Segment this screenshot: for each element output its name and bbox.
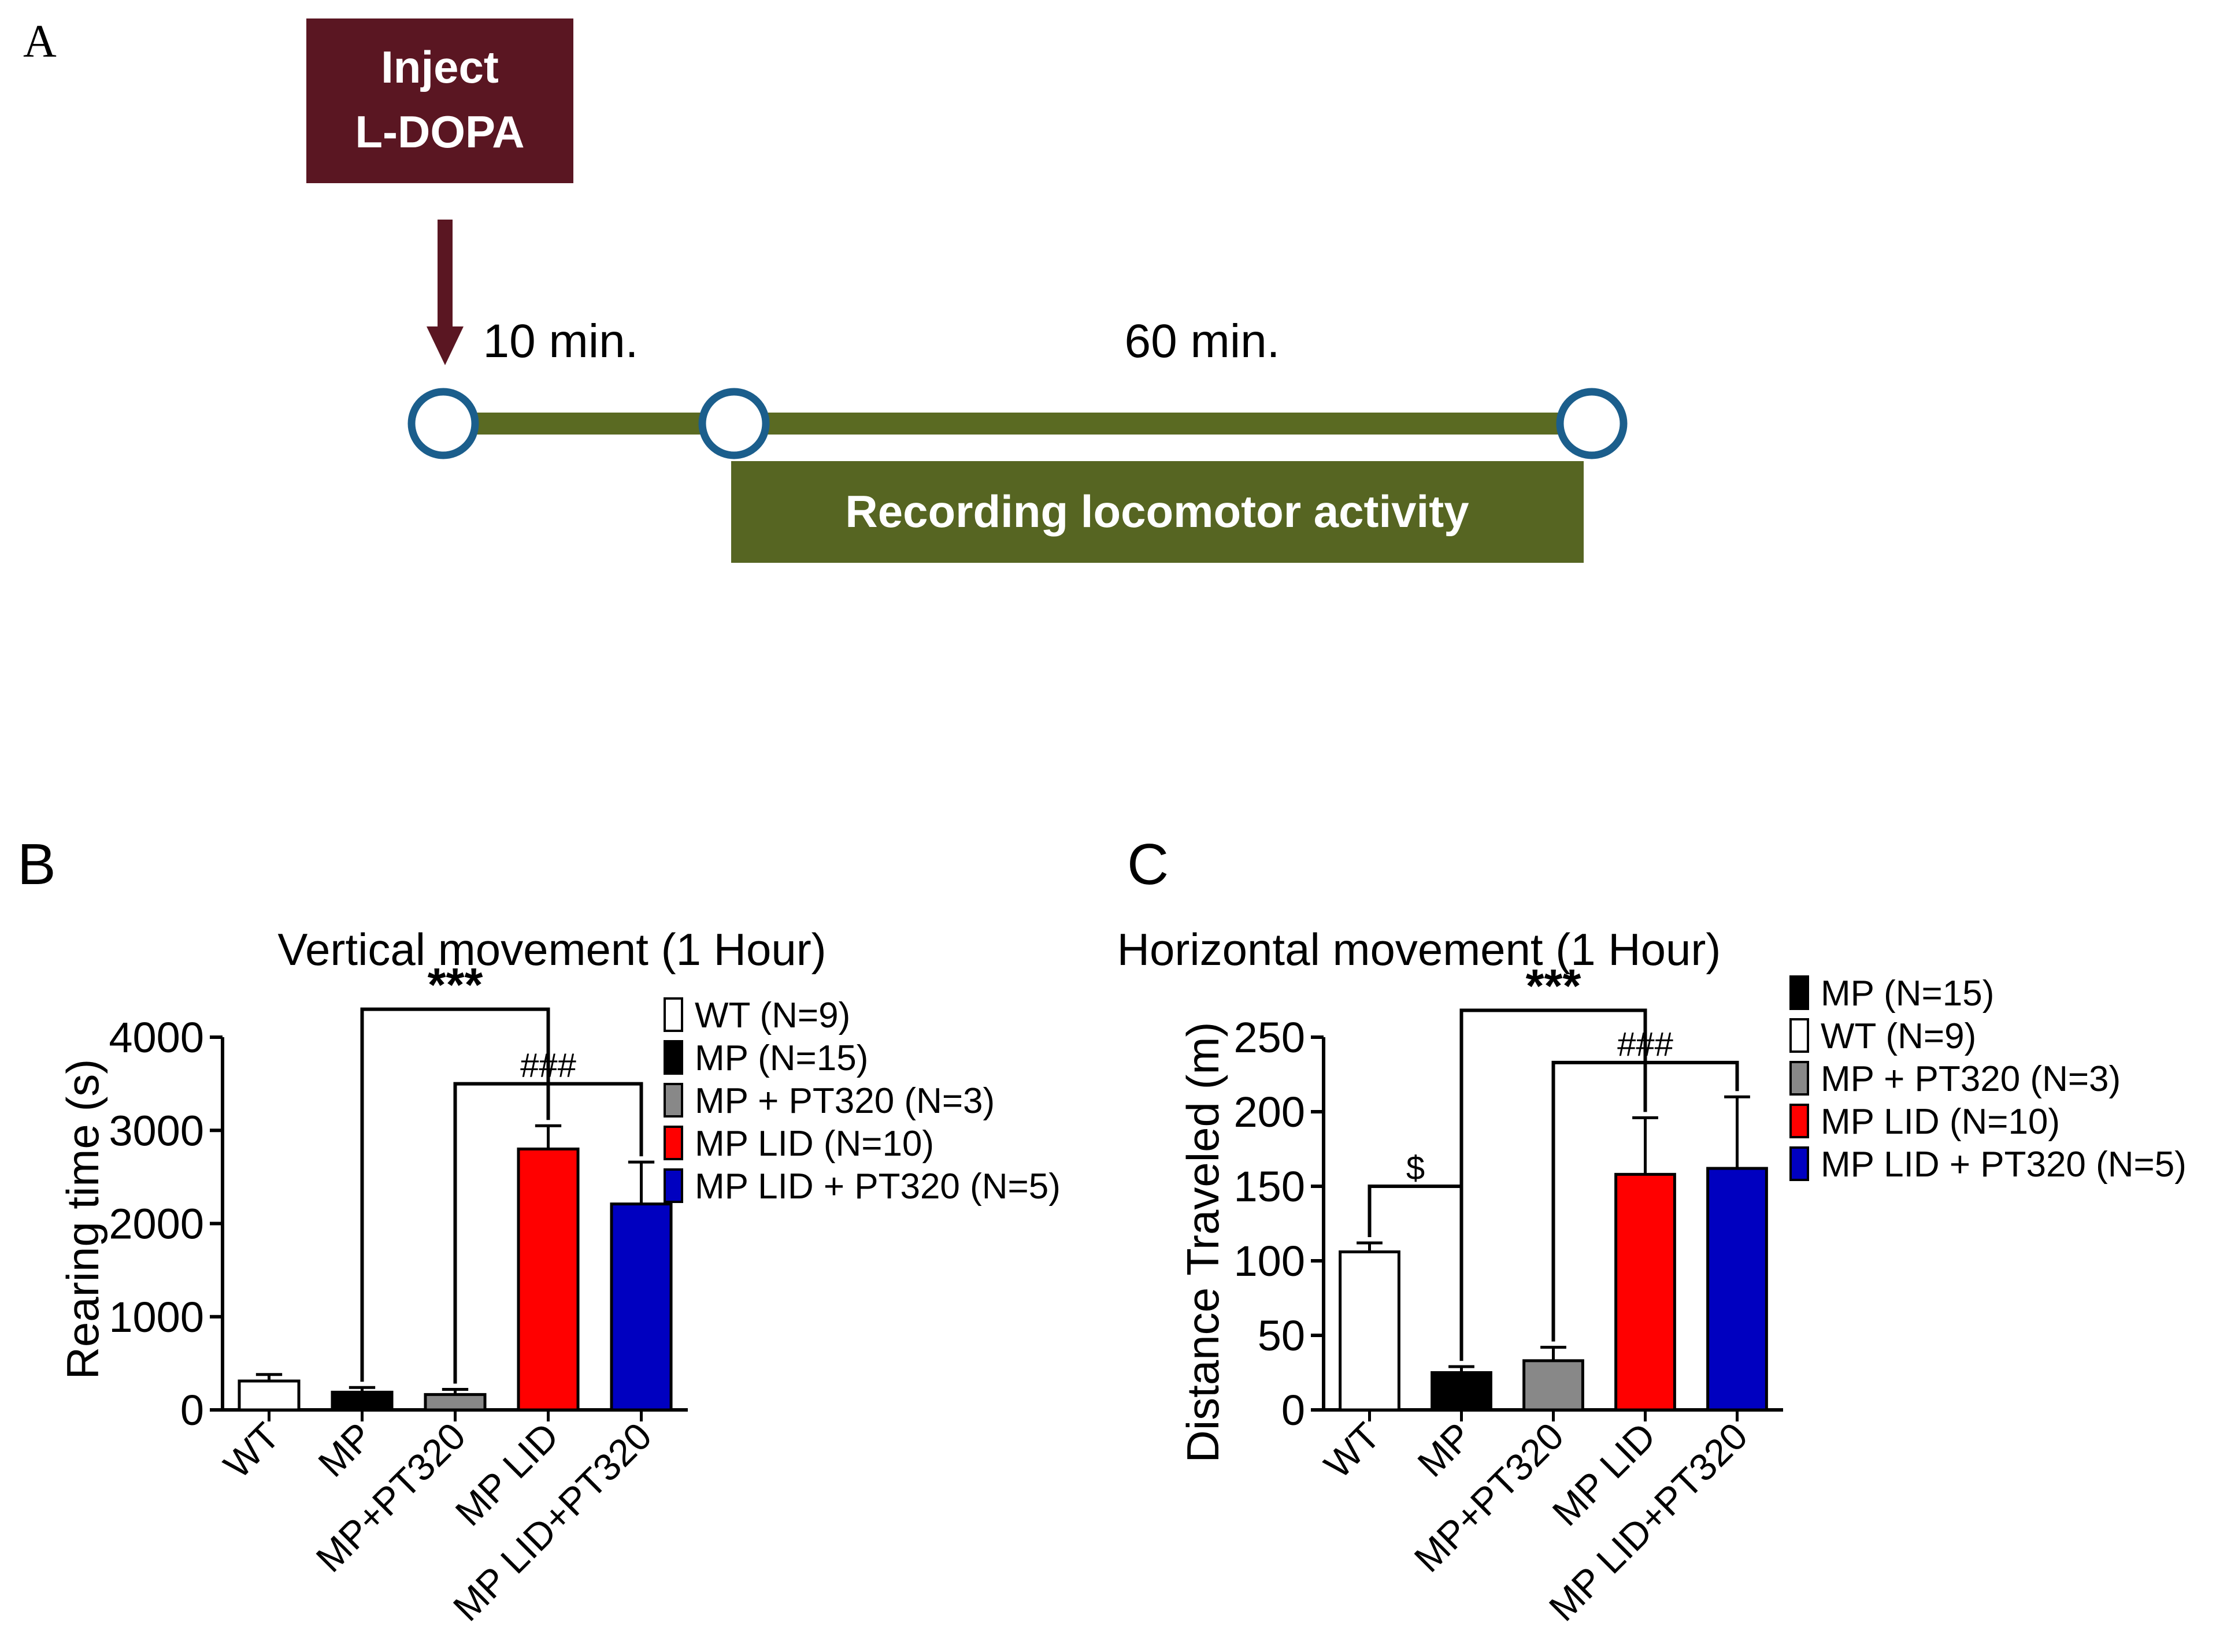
chart-b-y-tick-label: 2000 (109, 1200, 204, 1248)
inject-box (306, 18, 573, 183)
chart-c-legend-label: MP LID (N=10) (1821, 1102, 2060, 1142)
interval-60-min: 60 min. (1125, 315, 1280, 367)
chart-horizontal-movement: Horizontal movement (1 Hour) Distance Tr… (1117, 924, 2187, 1629)
timeline-start-circle (407, 388, 479, 459)
chart-b-legend-swatch (664, 1168, 683, 1203)
chart-b-bar (238, 1379, 301, 1412)
chart-c-ylabel: Distance Traveled (m) (1177, 1022, 1228, 1463)
chart-b-legend-label: MP + PT320 (N=3) (695, 1081, 995, 1121)
timeline-mid-circle (698, 388, 770, 459)
chart-c-bar (1431, 1371, 1492, 1412)
interval-10-min: 10 min. (483, 315, 639, 367)
panel-a-label: A (23, 16, 57, 67)
timeline-diagram: Inject L-DOPA 10 min. 60 min. Recording … (306, 18, 1628, 563)
chart-b-y-tick-label: 3000 (109, 1107, 204, 1154)
chart-b-title: Vertical movement (1 Hour) (277, 924, 826, 975)
chart-b-legend-swatch (664, 1040, 683, 1075)
chart-c-legend-label: MP LID + PT320 (N=5) (1821, 1145, 2187, 1185)
chart-c-x-tick-label: WT (1316, 1415, 1388, 1487)
chart-c-legend-swatch (1789, 1061, 1809, 1096)
recording-label: Recording locomotor activity (845, 486, 1469, 537)
chart-c-y-tick-label: 250 (1234, 1014, 1305, 1061)
chart-b-legend-label: MP (N=15) (695, 1038, 868, 1078)
chart-c-legend-label: WT (N=9) (1821, 1016, 1976, 1056)
chart-c-legend-swatch (1789, 975, 1809, 1010)
chart-b-x-tick-label: MP (310, 1415, 380, 1485)
panel-c-label: C (1127, 832, 1169, 897)
chart-b-y-tick-label: 1000 (109, 1293, 204, 1341)
chart-c-title: Horizontal movement (1 Hour) (1117, 924, 1721, 975)
chart-c-legend-swatch (1789, 1018, 1809, 1053)
chart-b-legend-swatch (664, 997, 683, 1032)
inject-label-line2: L-DOPA (355, 106, 524, 157)
chart-c-significance-label: $ (1406, 1149, 1425, 1187)
chart-b-y-tick-label: 4000 (109, 1014, 204, 1061)
chart-b-legend-label: MP LID + PT320 (N=5) (695, 1167, 1061, 1206)
chart-b-legend-swatch (664, 1083, 683, 1118)
chart-c-bar (1522, 1359, 1584, 1412)
chart-b-significance-bracket (453, 1082, 643, 1384)
chart-b-bar (610, 1202, 673, 1412)
chart-c-x-tick-label: MP (1409, 1415, 1480, 1485)
chart-c-legend-label: MP (N=15) (1821, 974, 1994, 1014)
chart-c-y-tick-label: 200 (1234, 1088, 1305, 1136)
chart-c-legend-swatch (1789, 1104, 1809, 1138)
chart-b-y-tick-label: 0 (180, 1386, 204, 1434)
inject-label-line1: Inject (381, 42, 499, 92)
chart-b-bar (424, 1393, 487, 1412)
chart-vertical-movement: Vertical movement (1 Hour) Rearing time … (57, 924, 1061, 1629)
chart-c-legend-swatch (1789, 1146, 1809, 1181)
chart-b-bar (517, 1148, 580, 1412)
timeline-end-circle (1556, 388, 1628, 459)
chart-b-significance-label: *** (428, 959, 483, 1012)
chart-c-y-tick-label: 50 (1258, 1312, 1305, 1360)
chart-b-bar (331, 1390, 394, 1412)
recording-box (731, 461, 1584, 563)
chart-b-legend-label: WT (N=9) (695, 996, 850, 1035)
chart-b-legend-swatch (664, 1126, 683, 1160)
chart-c-significance-bracket (1368, 1185, 1463, 1361)
chart-c-y-tick-label: 150 (1234, 1163, 1305, 1211)
chart-c-y-tick-label: 0 (1281, 1386, 1305, 1434)
chart-b-ylabel: Rearing time (s) (57, 1059, 108, 1380)
chart-c-significance-label: ### (1617, 1026, 1673, 1063)
panel-b-label: B (17, 832, 56, 897)
chart-c-bar (1339, 1250, 1400, 1412)
inject-arrow-head (427, 326, 464, 365)
chart-c-significance-bracket (1551, 1060, 1739, 1342)
chart-c-bar (1706, 1167, 1768, 1412)
chart-c-significance-label: *** (1526, 960, 1581, 1013)
chart-b-legend-label: MP LID (N=10) (695, 1124, 934, 1164)
chart-b-significance-label: ### (520, 1047, 576, 1085)
chart-c-bar (1614, 1172, 1676, 1412)
chart-b-significance-bracket (360, 1007, 550, 1382)
chart-c-legend-label: MP + PT320 (N=3) (1821, 1059, 2121, 1099)
chart-b-x-tick-label: WT (216, 1415, 288, 1487)
chart-c-y-tick-label: 100 (1234, 1237, 1305, 1285)
